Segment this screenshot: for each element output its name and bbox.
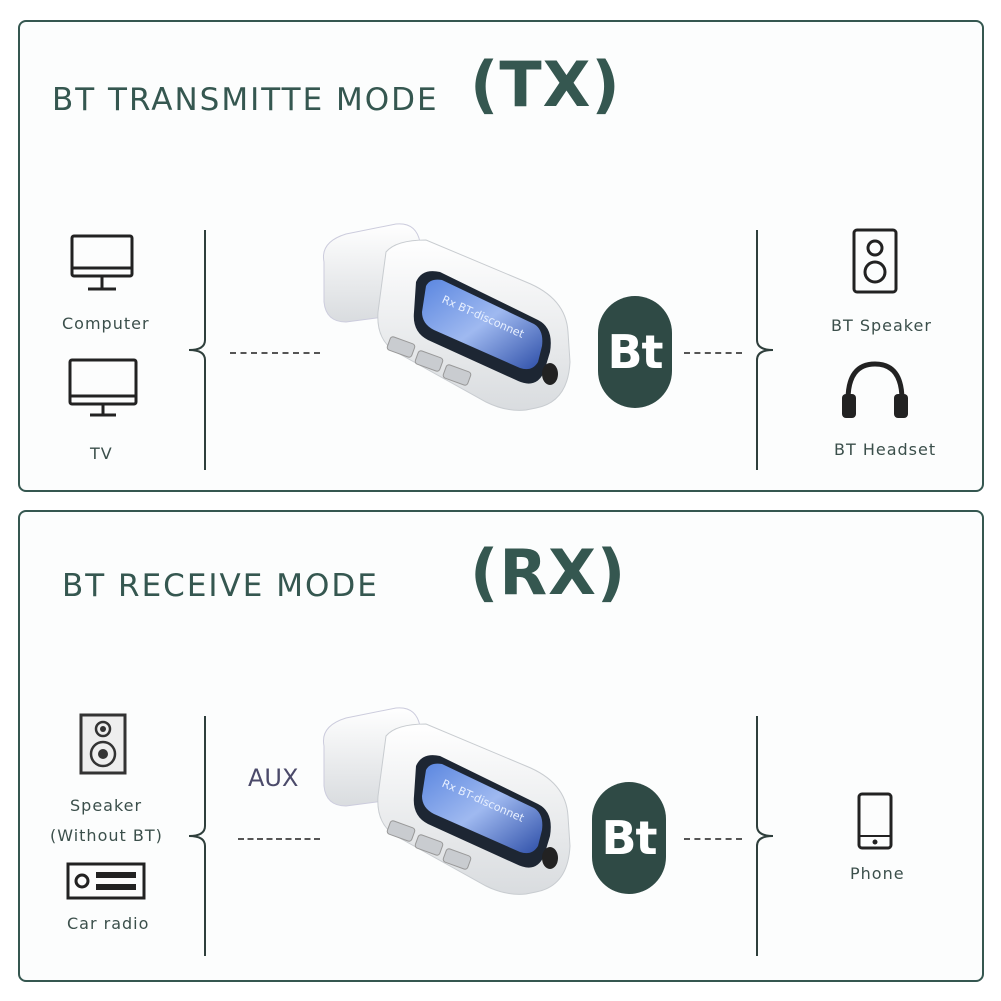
phone-label: Phone — [850, 864, 905, 883]
bt-adapter-device: Rx BT-disconnet — [322, 223, 571, 411]
tx-dash-left — [230, 352, 320, 354]
speaker-cabinet-icon — [79, 713, 127, 775]
phone-icon — [857, 792, 893, 850]
bt-badge: Bt — [598, 296, 672, 408]
headset-icon — [842, 361, 908, 418]
rx-dash-right — [684, 838, 742, 840]
speaker-sublabel: (Without BT) — [50, 826, 163, 845]
car-radio-icon — [66, 862, 146, 900]
bt-headset-label: BT Headset — [834, 440, 937, 459]
rx-mode-code: (RX) — [470, 536, 627, 609]
aux-label: AUX — [248, 764, 299, 792]
computer-monitor-icon — [70, 234, 134, 291]
bt-speaker-label: BT Speaker — [831, 316, 932, 335]
rx-mode-panel: BT RECEIVE MODE (RX) Speaker (Without BT… — [18, 510, 984, 982]
rx-mode-title: BT RECEIVE MODE — [62, 568, 379, 604]
speaker-label: Speaker — [70, 796, 143, 815]
left-bracket — [188, 230, 206, 470]
tx-mode-title: BT TRANSMITTE MODE — [52, 82, 439, 118]
rx-dash-left — [238, 838, 320, 840]
bt-adapter-device: Rx BT-disconnet — [322, 707, 571, 895]
left-bracket — [188, 716, 206, 956]
tv-label: TV — [90, 444, 113, 463]
right-bracket — [756, 230, 774, 470]
car-radio-label: Car radio — [67, 914, 150, 933]
tx-mode-panel: BT TRANSMITTE MODE (TX) Computer TV — [18, 20, 984, 492]
right-bracket — [756, 716, 774, 956]
tx-dash-right — [684, 352, 742, 354]
speaker-icon — [852, 228, 898, 294]
computer-label: Computer — [62, 314, 150, 333]
tx-mode-code: (TX) — [470, 48, 621, 121]
tv-icon — [68, 358, 138, 417]
bt-badge: Bt — [592, 782, 666, 894]
